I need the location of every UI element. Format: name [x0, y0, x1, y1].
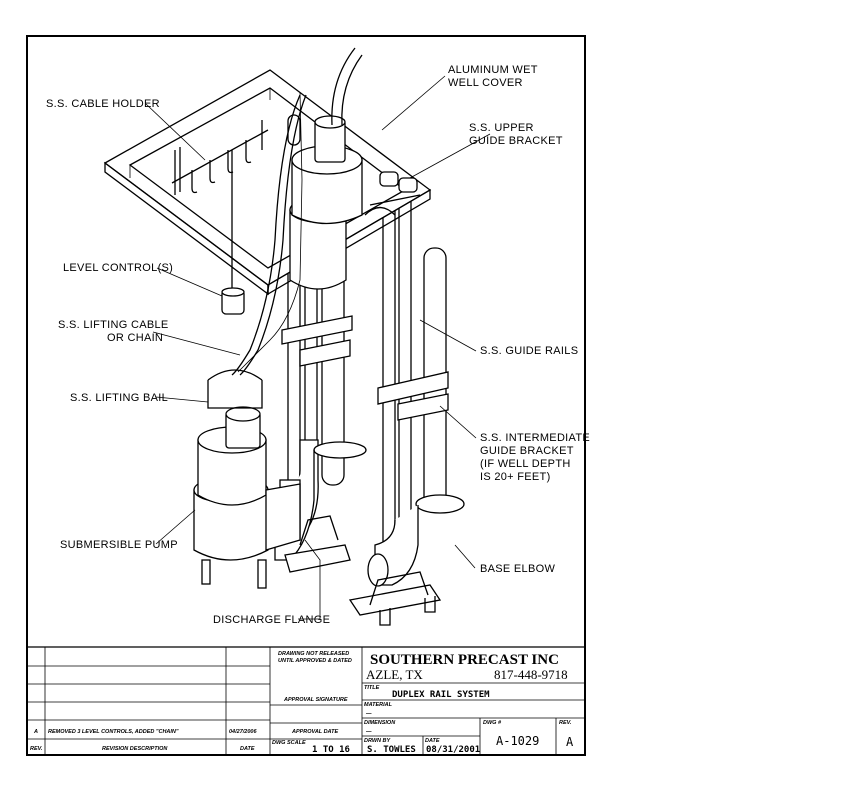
upper-guide-bracket	[364, 171, 421, 216]
label-level-control: LEVEL CONTROL(S)	[63, 262, 173, 274]
date-value: 08/31/2001	[426, 745, 480, 755]
rev-label: REV.	[559, 720, 572, 726]
revision-description: REMOVED 3 LEVEL CONTROLS, ADDED "CHAIN"	[48, 729, 179, 735]
label-submersible-pump: SUBMERSIBLE PUMP	[60, 539, 178, 551]
leader-lines	[145, 75, 491, 620]
header-rev: REV.	[30, 746, 43, 752]
label-cover-line1: ALUMINUM WET	[448, 64, 538, 76]
release-note-line2: UNTIL APPROVED & DATED	[278, 658, 352, 664]
label-lifting-bail: S.S. LIFTING BAIL	[70, 392, 168, 404]
label-cover-line2: WELL COVER	[448, 77, 523, 89]
approval-date-label: APPROVAL DATE	[291, 729, 338, 735]
label-upper-bracket-line1: S.S. UPPER	[469, 122, 534, 134]
cable-holder	[171, 120, 269, 195]
approval-signature-label: APPROVAL SIGNATURE	[283, 697, 348, 703]
label-lifting-cable-line1: S.S. LIFTING CABLE	[58, 319, 169, 331]
company-name: SOUTHERN PRECAST INC	[370, 652, 559, 668]
lifting-cable	[237, 91, 303, 373]
header-date: DATE	[240, 746, 255, 752]
dimension-value: —	[365, 729, 372, 735]
label-cable-holder: S.S. CABLE HOLDER	[46, 98, 160, 110]
label-upper-bracket-line2: GUIDE BRACKET	[469, 135, 563, 147]
base-elbow-right	[348, 494, 465, 626]
company-phone: 817-448-9718	[494, 667, 568, 682]
company-city: AZLE, TX	[366, 667, 423, 682]
dwg-number-label: DWG #	[483, 720, 502, 726]
label-intermediate-bracket-line4: IS 20+ FEET)	[480, 471, 551, 483]
power-cables	[231, 47, 363, 376]
drawn-by: S. TOWLES	[367, 745, 416, 755]
label-discharge-flange: DISCHARGE FLANGE	[213, 614, 330, 626]
title-value: DUPLEX RAIL SYSTEM	[392, 690, 490, 700]
release-note-line1: DRAWING NOT RELEASED	[278, 651, 349, 657]
scale-label: DWG SCALE	[272, 740, 306, 746]
title-label: TITLE	[364, 685, 380, 691]
header-revision-description: REVISION DESCRIPTION	[102, 746, 168, 752]
callout-labels: ALUMINUM WET WELL COVER S.S. CABLE HOLDE…	[46, 64, 590, 626]
date-label: DATE	[425, 738, 440, 744]
label-lifting-cable-line2: OR CHAIN	[107, 332, 163, 344]
label-intermediate-bracket-line2: GUIDE BRACKET	[480, 445, 574, 457]
duplex-rail-illustration	[103, 47, 465, 626]
intermediate-bracket-left	[281, 315, 353, 367]
rev-value: A	[566, 735, 574, 749]
material-label: MATERIAL	[364, 702, 393, 708]
dimension-label: DIMENSION	[364, 720, 396, 726]
drawing-border	[26, 35, 586, 756]
title-block: A REMOVED 3 LEVEL CONTROLS, ADDED "CHAIN…	[27, 646, 585, 755]
intermediate-bracket-right	[377, 371, 449, 421]
level-control-float	[221, 150, 245, 315]
revision-rev: A	[33, 729, 38, 735]
label-intermediate-bracket-line3: (IF WELL DEPTH	[480, 458, 571, 470]
submersible-pump	[193, 369, 301, 589]
drawn-by-label: DRWN BY	[364, 738, 392, 744]
material-value: —	[365, 711, 372, 717]
revision-date: 04/27/2006	[229, 729, 257, 735]
label-guide-rails: S.S. GUIDE RAILS	[480, 345, 578, 357]
label-base-elbow: BASE ELBOW	[480, 563, 555, 575]
scale-value: 1 TO 16	[312, 745, 350, 755]
label-intermediate-bracket-line1: S.S. INTERMEDIATE	[480, 432, 590, 444]
dwg-number: A-1029	[496, 734, 539, 748]
